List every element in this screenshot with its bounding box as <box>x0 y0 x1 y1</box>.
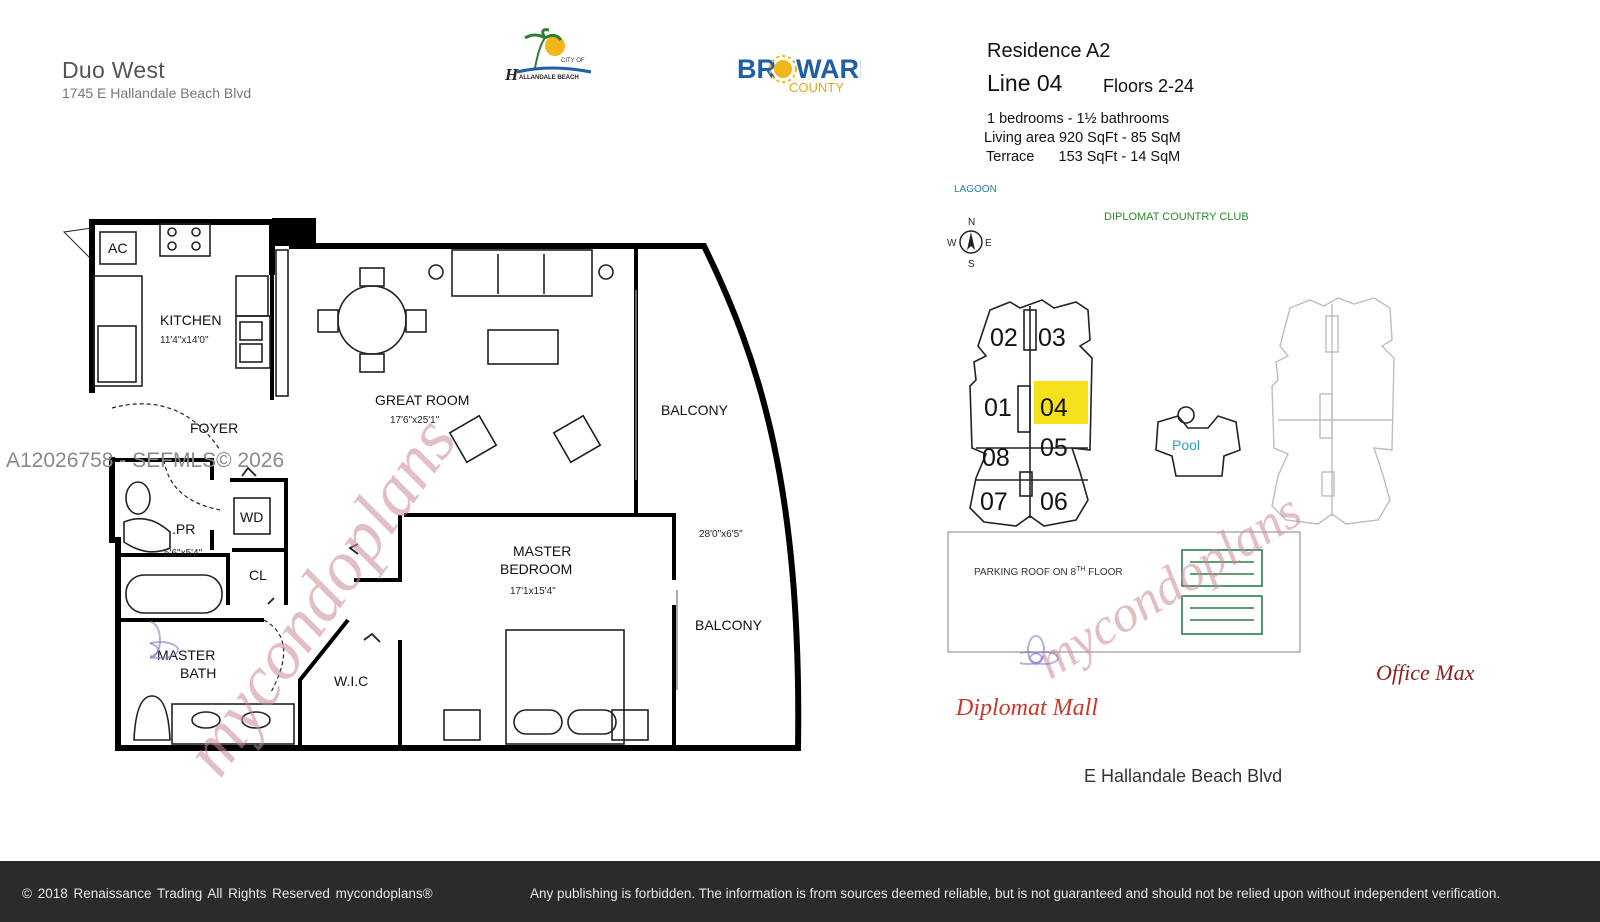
diplomat-mall-label: Diplomat Mall <box>955 695 1098 721</box>
unit-label: 05 <box>1040 434 1068 462</box>
door-arrows <box>241 466 381 643</box>
city-logo-initial: H <box>505 65 519 84</box>
sun-icon <box>545 36 565 56</box>
compass-n: N <box>968 217 975 228</box>
unit-labels: 02 03 01 04 08 05 07 06 <box>980 324 1068 516</box>
brand-watermark-text: mycondoplans <box>1026 483 1311 691</box>
column <box>272 218 316 246</box>
balcony-top-label: BALCONY <box>661 402 729 418</box>
office-max-label: Office Max <box>1376 660 1475 685</box>
residence-name: Residence A2 <box>987 40 1111 62</box>
pool-shape <box>1155 406 1241 477</box>
street-label: E Hallandale Beach Blvd <box>1084 766 1282 786</box>
footer-disclaimer: Any publishing is forbidden. The informa… <box>530 886 1501 901</box>
lagoon-label: LAGOON <box>954 184 997 195</box>
walk-in-closet-label: W.I.C <box>334 673 368 689</box>
residence-floors: Floors 2-24 <box>1103 76 1195 96</box>
unit-label-highlighted: 04 <box>1040 394 1068 422</box>
wave-icon <box>516 66 592 74</box>
broward-logo-sub: COUNTY <box>789 80 844 95</box>
site-plan: N S E W 02 03 01 04 08 05 07 06 Pool <box>947 217 1475 786</box>
residence-line: Line 04 <box>987 70 1063 96</box>
powder-room-label: .PR <box>172 521 195 537</box>
kitchen-fixtures <box>62 223 289 397</box>
kitchen-dim: 11'4"x14'0" <box>160 335 209 346</box>
unit-highlight <box>1034 381 1088 424</box>
palm-leaves <box>524 28 563 41</box>
city-logo-name: ALLANDALE BEACH <box>519 75 579 81</box>
powder-room-dim: 5'6"x5'4" <box>164 548 203 559</box>
great-room-label: GREAT ROOM <box>375 392 469 408</box>
city-logo: CITY OF H ALLANDALE BEACH <box>505 28 592 84</box>
washer-dryer-label: WD <box>240 509 263 525</box>
building-name: Duo West <box>62 57 165 83</box>
parking-car-icons <box>1181 549 1263 635</box>
master-bedroom-dim: 17'1x15'4" <box>510 586 556 597</box>
broward-logo-right: WARD <box>796 54 861 84</box>
unit-label: 01 <box>984 394 1012 422</box>
building-key-plan <box>969 299 1093 527</box>
armchair-icon <box>552 414 602 464</box>
footer-bar <box>0 861 1600 922</box>
building-address: 1745 E Hallandale Beach Blvd <box>62 85 252 101</box>
compass-w: W <box>947 238 957 249</box>
residence-beds-baths: 1 bedrooms - 1½ bathrooms <box>987 111 1170 127</box>
parking-roof <box>947 531 1301 653</box>
door-swings <box>111 403 285 695</box>
unit-label: 06 <box>1040 488 1068 516</box>
master-bedroom-label-2: BEDROOM <box>500 561 572 577</box>
toilet-icon <box>123 517 171 553</box>
broward-logo-left: BR <box>737 54 776 84</box>
balcony-bottom-label: BALCONY <box>695 617 763 633</box>
sofa-icon <box>451 249 593 297</box>
footer-copyright: © 2018 Renaissance Trading All Rights Re… <box>22 886 433 901</box>
bedroom-furniture <box>443 629 649 745</box>
broward-logo: BR WARD COUNTY <box>737 54 861 95</box>
nightstand-icon <box>443 709 481 741</box>
brand-flower-icon <box>1020 635 1059 665</box>
closet-label: CL <box>249 567 267 583</box>
great-room-dim: 17'6"x25'1" <box>390 415 440 426</box>
compass-e: E <box>985 238 992 249</box>
master-bath-label: MASTER <box>157 647 215 663</box>
exterior-walls <box>89 219 802 751</box>
city-logo-top: CITY OF <box>561 58 585 64</box>
country-club-label: DIPLOMAT COUNTRY CLUB <box>1104 211 1249 223</box>
unit-label: 02 <box>990 324 1018 352</box>
brand-watermark: mycondoplans <box>150 403 472 789</box>
residence-living-area: Living area 920 SqFt - 85 SqM <box>984 130 1181 146</box>
pool-label: Pool <box>1172 437 1200 453</box>
compass-s: S <box>968 259 975 270</box>
coffee-table-icon <box>487 329 559 365</box>
bed-icon <box>505 629 625 745</box>
parking-label: PARKING ROOF ON 8TH FLOOR <box>974 566 1123 578</box>
balcony-glass <box>635 290 678 690</box>
residence-terrace: Terrace 153 SqFt - 14 SqM <box>986 149 1181 165</box>
unit-label: 07 <box>980 488 1008 516</box>
cooktop-icon <box>159 223 211 257</box>
brand-flower-icon <box>150 621 179 659</box>
twin-building-outline <box>1271 297 1395 525</box>
master-bedroom-label: MASTER <box>513 543 571 559</box>
unit-label: 03 <box>1038 324 1066 352</box>
brand-watermark-site: mycondoplans <box>1020 483 1311 691</box>
mls-watermark: A12026758 - SEFMLS© 2026 <box>6 449 285 472</box>
balcony-dim: 28'0"x6'5" <box>699 529 743 540</box>
floor-plan: AC KITCHEN 11'4"x14'0" FOYER GREAT ROOM … <box>62 218 802 751</box>
compass-icon: N S E W <box>947 217 992 270</box>
bath-fixtures <box>123 481 295 745</box>
palm-trunk <box>534 37 546 69</box>
kitchen-label: KITCHEN <box>160 312 221 328</box>
bathtub-icon <box>125 574 223 614</box>
sun-icon <box>769 55 797 83</box>
ac-label: AC <box>108 240 127 256</box>
great-room-furniture <box>317 249 614 464</box>
master-bath-label-2: BATH <box>180 665 216 681</box>
armchair-icon <box>448 414 498 464</box>
foyer-label: FOYER <box>190 420 238 436</box>
unit-label: 08 <box>982 444 1010 472</box>
